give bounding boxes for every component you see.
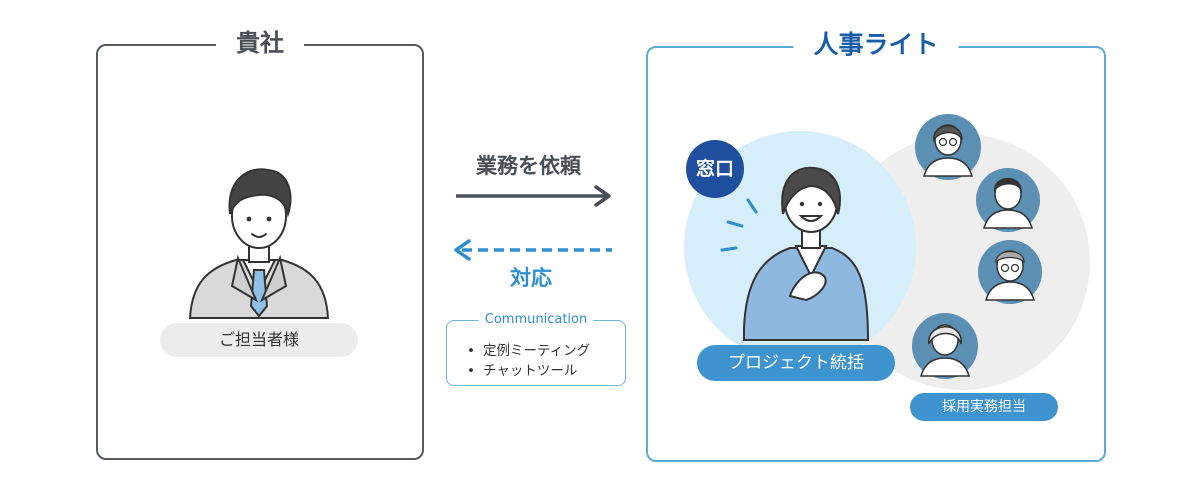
businessman-icon (188, 168, 330, 319)
woman-presenter-icon (720, 166, 870, 341)
communication-list: 定例ミーティング チャットツール (467, 341, 590, 381)
request-arrow (456, 185, 611, 207)
older-man-glasses-icon (978, 240, 1042, 304)
contact-window-badge: 窓口 (686, 140, 744, 198)
communication-title: Communication (478, 311, 594, 329)
recruiting-staff-label: 採用実務担当 (910, 393, 1058, 421)
response-label: 対応 (510, 266, 552, 290)
vendor-panel: 人事ライト (646, 30, 1106, 462)
client-panel: 貴社 (96, 28, 424, 460)
request-label: 業務を依頼 (476, 154, 581, 178)
woman-glasses-icon (915, 114, 981, 180)
project-manager-label: プロジェクト統括 (697, 345, 895, 381)
communication-box: Communication 定例ミーティング チャットツール (446, 311, 626, 386)
older-woman-icon (912, 313, 978, 379)
client-title: 貴社 (216, 28, 304, 58)
man-icon (976, 168, 1040, 232)
contact-person-label: ご担当者様 (160, 323, 358, 357)
vendor-title: 人事ライト (793, 30, 959, 60)
communication-item: チャットツール (467, 361, 590, 381)
response-arrow (454, 239, 612, 261)
communication-item: 定例ミーティング (467, 341, 590, 361)
